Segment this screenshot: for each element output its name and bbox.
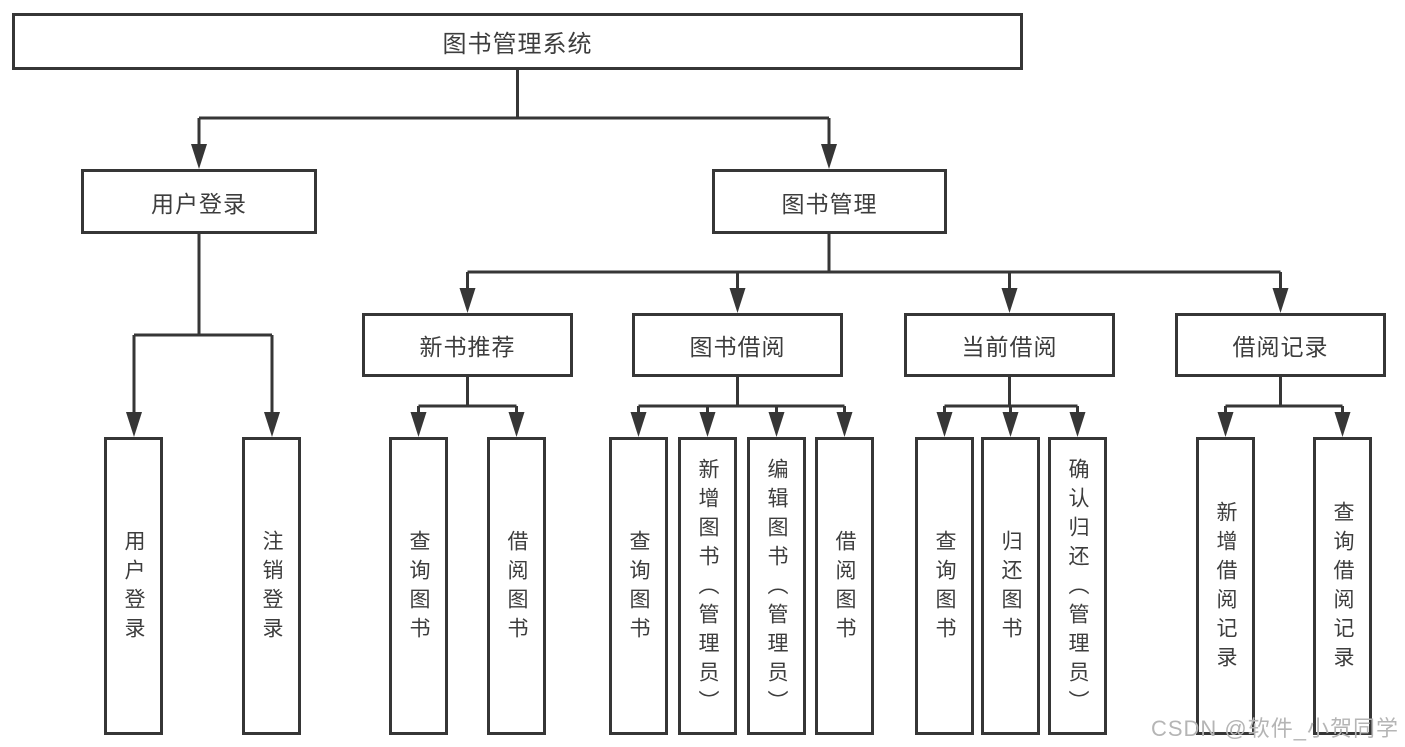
leaf-edit-book-admin: 编辑图书（管理员） xyxy=(747,437,806,735)
leaf-logout: 注销登录 xyxy=(242,437,301,735)
arrowhead-icon xyxy=(1001,288,1018,313)
arrowhead-icon xyxy=(1069,412,1086,437)
arrowhead-icon xyxy=(836,412,853,437)
arrowhead-icon xyxy=(729,288,746,313)
node-user-login: 用户登录 xyxy=(81,169,317,234)
node-borrow-record: 借阅记录 xyxy=(1175,313,1386,377)
arrowhead-icon xyxy=(410,412,427,437)
leaf-borrow-books-recommend: 借阅图书 xyxy=(487,437,546,735)
arrowhead-icon xyxy=(508,412,525,437)
node-book-borrow: 图书借阅 xyxy=(632,313,843,377)
arrowhead-icon xyxy=(459,288,476,313)
arrowheads xyxy=(126,144,1351,437)
arrowhead-icon xyxy=(126,412,142,437)
leaf-return-books: 归还图书 xyxy=(981,437,1040,735)
node-new-book-recommend: 新书推荐 xyxy=(362,313,573,377)
arrowhead-icon xyxy=(936,412,953,437)
arrowhead-icon xyxy=(630,412,647,437)
arrowhead-icon xyxy=(1334,412,1351,437)
leaf-user-login: 用户登录 xyxy=(104,437,163,735)
arrowhead-icon xyxy=(821,144,837,169)
leaf-borrow-books: 借阅图书 xyxy=(815,437,874,735)
leaf-query-books-borrow: 查询图书 xyxy=(609,437,668,735)
node-book-management: 图书管理 xyxy=(712,169,947,234)
leaf-confirm-return-admin: 确认归还（管理员） xyxy=(1048,437,1107,735)
arrowhead-icon xyxy=(1272,288,1289,313)
arrowhead-icon xyxy=(1217,412,1234,437)
leaf-query-books-recommend: 查询图书 xyxy=(389,437,448,735)
arrowhead-icon xyxy=(1002,412,1019,437)
node-current-borrow: 当前借阅 xyxy=(904,313,1115,377)
leaf-query-borrow-record: 查询借阅记录 xyxy=(1313,437,1372,735)
arrowhead-icon xyxy=(699,412,716,437)
leaf-query-books-current: 查询图书 xyxy=(915,437,974,735)
leaf-add-borrow-record: 新增借阅记录 xyxy=(1196,437,1255,735)
connector-lines xyxy=(132,68,1344,414)
arrowhead-icon xyxy=(264,412,280,437)
leaf-add-book-admin: 新增图书（管理员） xyxy=(678,437,737,735)
csdn-watermark: CSDN @软件_小贺同学 xyxy=(1150,716,1399,741)
arrowhead-icon xyxy=(768,412,785,437)
node-library-management-system: 图书管理系统 xyxy=(12,13,1023,70)
arrowhead-icon xyxy=(191,144,207,169)
